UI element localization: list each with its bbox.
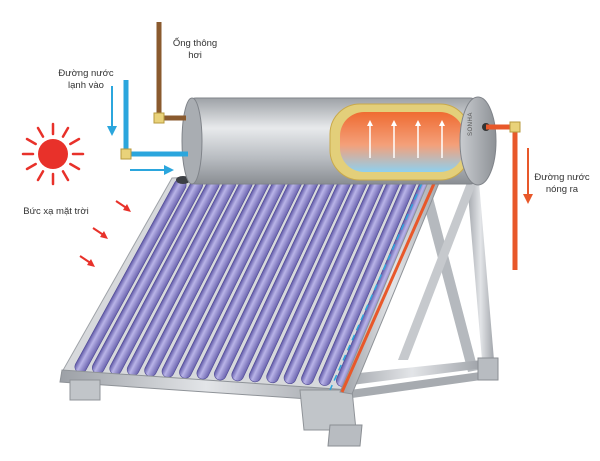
tank-end-cap <box>460 97 496 185</box>
right-foot <box>478 358 498 380</box>
vent-pipe-label: Ống thông hơi <box>160 38 230 62</box>
vent-pipe-label-line1: Ống thông <box>160 38 230 50</box>
radiation-arrow <box>80 256 95 267</box>
sun-ray <box>27 164 36 169</box>
radiation-arrow <box>116 201 131 212</box>
water-tank <box>182 97 496 185</box>
sun-ray <box>63 171 68 180</box>
cold-in-down-arrow <box>107 86 117 136</box>
rear-leg-inner <box>420 186 478 372</box>
hot-outlet-label-line1: Đường nước <box>530 172 594 184</box>
tank-left-cap <box>182 98 202 184</box>
sun-ray <box>70 139 79 144</box>
cold-inlet-label-line1: Đường nước <box>48 68 124 80</box>
sun-ray <box>38 128 43 137</box>
front-foot-right <box>328 425 362 446</box>
cold-inlet-label: Đường nước lạnh vào <box>48 68 124 92</box>
solar-radiation-label: Bức xạ mặt trời <box>10 206 102 218</box>
hot-outlet-label-line2: nóng ra <box>530 184 594 196</box>
tank-inner-water <box>340 112 464 172</box>
vent-pipe-label-line2: hơi <box>160 50 230 62</box>
sun-ray <box>27 139 36 144</box>
sun-ray <box>70 164 79 169</box>
radiation-arrow <box>93 228 108 239</box>
front-leg-right <box>300 390 356 430</box>
sun-ray <box>63 128 68 137</box>
sun-ray <box>38 171 43 180</box>
cold-inlet-label-line2: lạnh vào <box>48 80 124 92</box>
hot-outlet-label: Đường nước nóng ra <box>530 172 594 196</box>
front-foot-left <box>70 380 100 400</box>
brand-logo: SONHA <box>468 112 474 136</box>
sun-disc <box>38 139 68 169</box>
sun-icon <box>23 124 83 184</box>
cold-in-right-arrow <box>130 165 174 175</box>
